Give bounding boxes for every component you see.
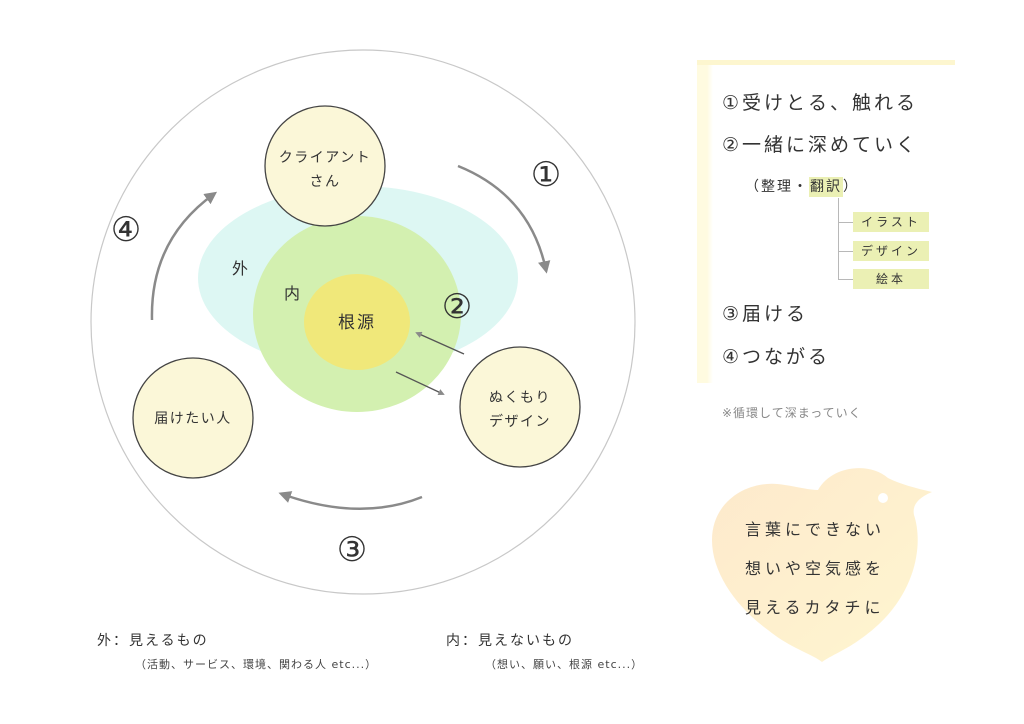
tree-connector-branch-2 xyxy=(838,251,853,252)
legend-tag-illustration: イラスト xyxy=(853,212,929,232)
step-number-3: ③ xyxy=(337,530,367,570)
client-label-line2: さん xyxy=(310,174,341,190)
cycle-note: ※循環して深まっていく xyxy=(722,406,862,420)
legend-step-2: ②一緒に深めていく xyxy=(722,134,919,156)
bird-message-line-1: 言葉にできない xyxy=(745,520,886,539)
nukumori-label-line2: デザイン xyxy=(489,413,551,430)
tree-connector-vertical xyxy=(838,198,839,280)
arrow-step-2-out xyxy=(395,371,445,396)
outer-caption-title: 外：見えるもの xyxy=(97,633,209,649)
legend-step-1: ①受けとる、触れる xyxy=(722,92,919,114)
client-node xyxy=(264,105,386,227)
bird-eye xyxy=(878,493,888,503)
legend-step-4: ④つながる xyxy=(722,346,831,368)
outer-zone-label: 外 xyxy=(232,259,248,278)
core-zone xyxy=(304,274,410,370)
nukumori-label-line1: ぬくもり xyxy=(489,390,551,406)
client-label-line1: クライアント xyxy=(279,150,371,166)
bird-body xyxy=(712,468,932,662)
inner-caption-title: 内：見えないもの xyxy=(446,633,574,649)
outer-caption-subtitle: （活動、サービス、環境、関わる人 etc...） xyxy=(135,658,378,671)
legend-step-3: ③届ける xyxy=(722,303,809,325)
arrow-step-2-in xyxy=(415,331,465,355)
legend-tag-design: デザイン xyxy=(853,241,929,261)
core-label: 根源 xyxy=(338,313,376,333)
arrow-step-1 xyxy=(457,164,551,274)
bird-message-line-2: 想いや空気感を xyxy=(745,559,886,578)
outer-boundary-circle xyxy=(90,49,636,595)
arrow-step-4 xyxy=(150,191,218,321)
arrow-step-3 xyxy=(278,491,423,511)
bird-illustration xyxy=(712,468,932,662)
legend-sub-note: （整理・翻訳） xyxy=(745,176,859,197)
legend-sub-prefix: （整理・ xyxy=(745,179,809,195)
recipient-node xyxy=(132,357,254,479)
bird-message-line-3: 見えるカタチに xyxy=(745,598,885,617)
legend-sub-suffix: ） xyxy=(843,179,859,195)
tree-connector-branch-3 xyxy=(838,279,853,280)
inner-caption-subtitle: （想い、願い、根源 etc...） xyxy=(485,658,644,671)
step-number-1: ① xyxy=(531,155,561,195)
step-number-2: ② xyxy=(442,287,472,327)
legend-sub-highlight: 翻訳 xyxy=(809,177,843,197)
legend-tag-picture-book: 絵本 xyxy=(853,269,929,289)
tree-connector-branch-1 xyxy=(838,222,853,223)
step-number-4: ④ xyxy=(111,210,141,250)
recipient-label: 届けたい人 xyxy=(154,411,232,427)
inner-zone-label: 内 xyxy=(284,284,300,303)
nukumori-design-node xyxy=(459,346,581,468)
